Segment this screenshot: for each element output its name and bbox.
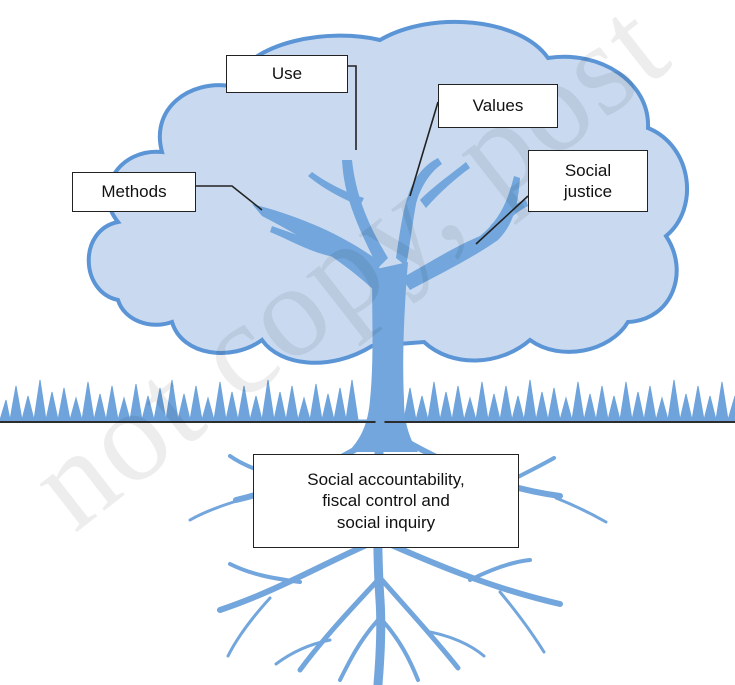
social-justice-connector <box>475 195 529 245</box>
use-connector <box>348 65 357 150</box>
tree-trunk-branches <box>252 158 528 452</box>
methods-connector <box>196 185 263 211</box>
label-connectors <box>196 65 529 245</box>
social-justice-line1: Social <box>564 160 612 180</box>
grass-band <box>0 379 735 423</box>
values-connector <box>409 101 439 197</box>
social-justice-label: Social justice <box>528 150 648 212</box>
methods-label-text: Methods <box>101 182 167 202</box>
values-label-text: Values <box>472 96 524 116</box>
values-label: Values <box>438 84 558 128</box>
tree-roots <box>188 417 608 685</box>
roots-line3: social inquiry <box>336 512 436 532</box>
roots-label: Social accountability, fiscal control an… <box>253 454 519 548</box>
roots-line2: fiscal control and <box>322 491 450 511</box>
use-label: Use <box>226 55 348 93</box>
social-justice-line2: justice <box>563 182 613 201</box>
use-label-text: Use <box>271 64 303 84</box>
methods-label: Methods <box>72 172 196 212</box>
roots-line1: Social accountability, <box>307 470 465 490</box>
